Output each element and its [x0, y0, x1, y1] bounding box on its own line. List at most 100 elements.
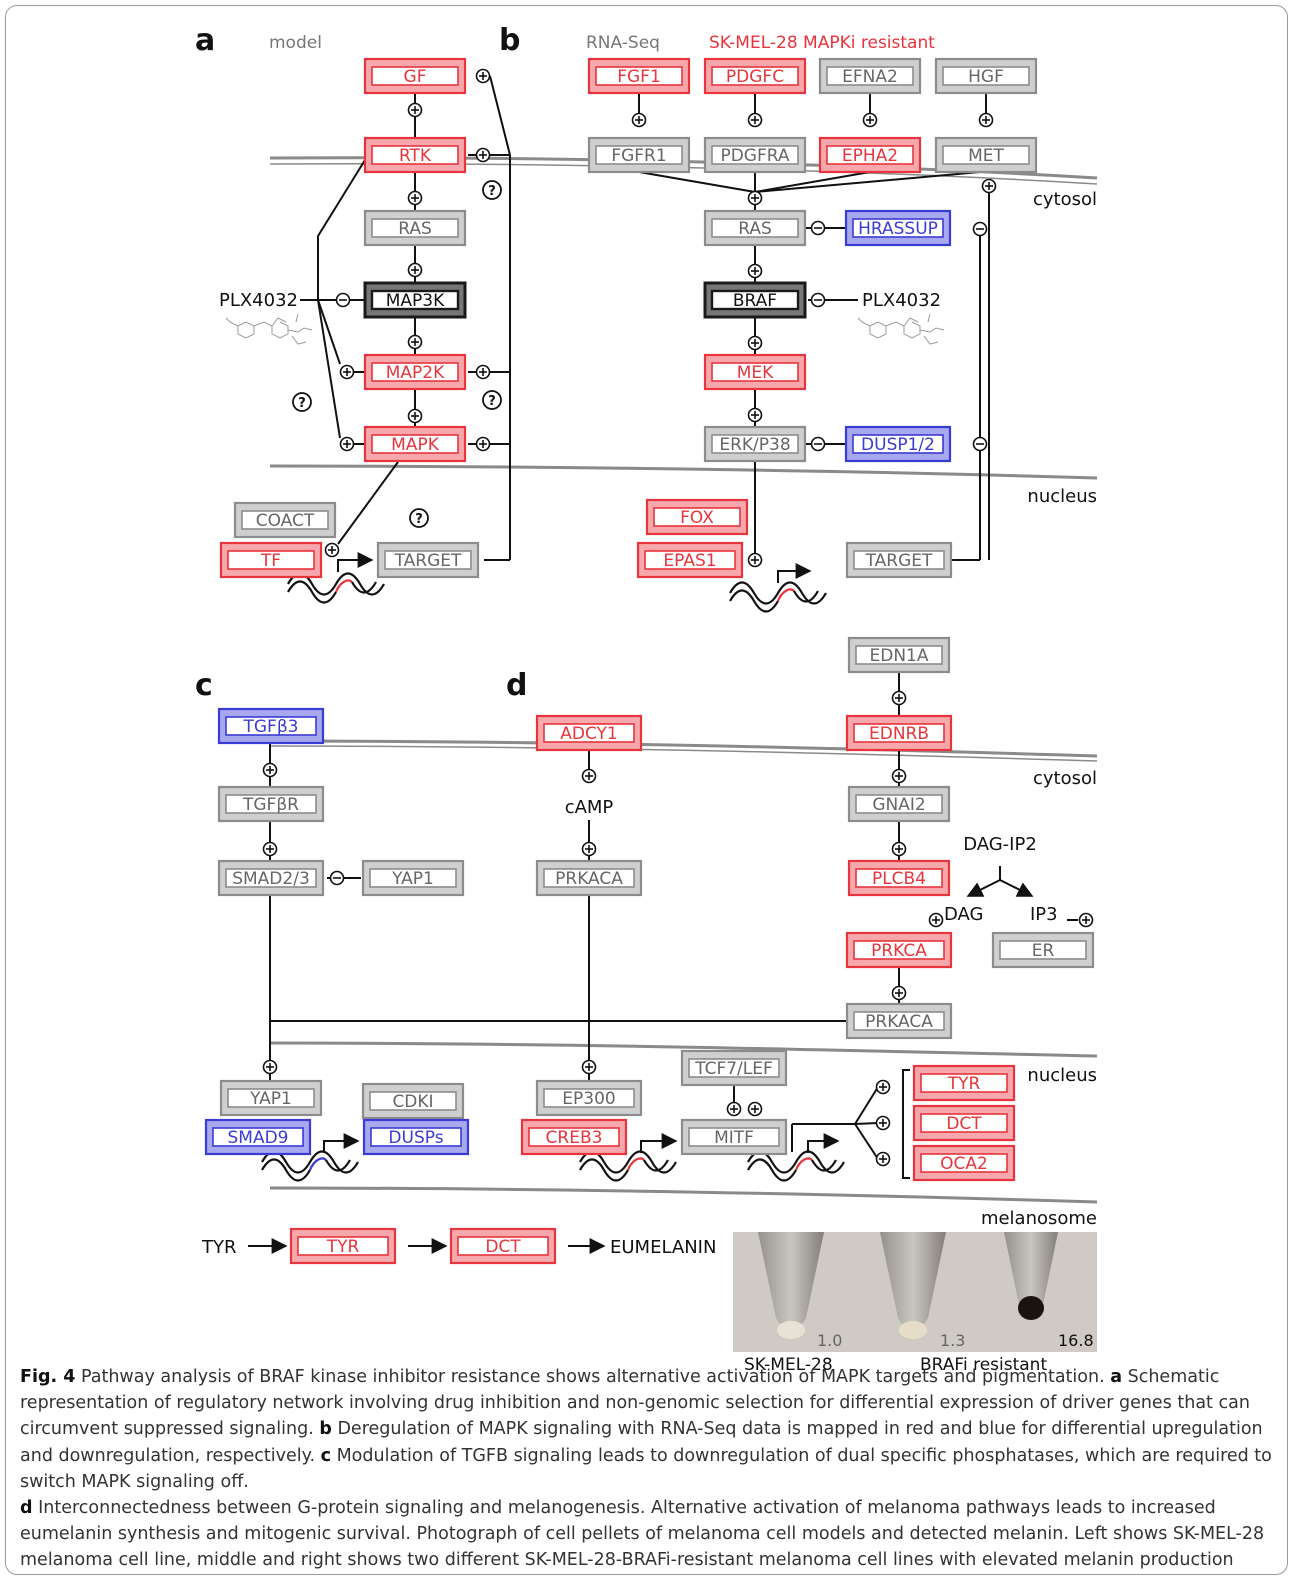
inhibition-icon — [810, 436, 826, 452]
node-dusps: DUSPs — [362, 1118, 470, 1156]
node-mek: MEK — [703, 353, 807, 391]
drug-label-b: PLX4032 — [862, 290, 941, 311]
node-label: EPHA2 — [842, 146, 898, 166]
node-box-inner — [855, 794, 943, 814]
melanin-value-3: 16.8 — [1058, 1331, 1094, 1350]
node-met: MET — [934, 136, 1038, 174]
activation-icon — [324, 542, 340, 558]
node-box-inner — [644, 550, 736, 570]
node-target: TARGET — [845, 541, 953, 579]
node-box-inner — [227, 1088, 315, 1108]
node-label: EFNA2 — [842, 67, 898, 87]
node-label: COACT — [256, 511, 315, 531]
node-box-inner — [457, 1236, 549, 1256]
drug-structure-icon — [225, 313, 313, 345]
node-target: TARGET — [376, 541, 480, 579]
node-box-inner — [369, 868, 457, 888]
node-box-inner — [942, 66, 1030, 86]
node-fgf1: FGF1 — [587, 57, 691, 95]
inhibition-icon — [810, 292, 826, 308]
node-label: ERK/P38 — [719, 435, 790, 455]
node-label: RAS — [398, 219, 432, 239]
node-box-inner — [826, 66, 914, 86]
node-label: CREB3 — [546, 1128, 603, 1148]
activation-icon — [747, 190, 763, 206]
node-box-inner — [595, 145, 683, 165]
label-nucleus-2: nucleus — [1027, 1065, 1097, 1086]
activation-icon — [407, 102, 423, 118]
activation-icon — [875, 1151, 891, 1167]
node-box-inner — [852, 434, 944, 454]
node-box-inner — [852, 218, 944, 238]
membrane-nucleus-top — [269, 464, 1098, 480]
node-pdgfc: PDGFC — [703, 57, 807, 95]
node-label: TGFβR — [242, 795, 299, 815]
activation-icon — [891, 985, 907, 1001]
node-dusp: DUSP1/2 — [844, 425, 952, 463]
node-label: DCT — [485, 1237, 521, 1257]
node-ras: RAS — [363, 209, 467, 247]
node-epha2: EPHA2 — [818, 136, 922, 174]
activation-icon — [875, 1079, 891, 1095]
node-smad9: SMAD9 — [204, 1118, 312, 1156]
node-prkca: PRKCA — [845, 931, 953, 969]
label-melanosome: melanosome — [981, 1208, 1097, 1229]
node-box-inner — [853, 550, 945, 570]
node-label: DUSPs — [388, 1128, 443, 1148]
node-label: MAP3K — [386, 291, 445, 311]
node-ep300: EP300 — [535, 1079, 643, 1117]
node-fox: FOX — [645, 498, 749, 536]
node-box-inner — [711, 66, 799, 86]
node-label: MAP2K — [386, 363, 445, 383]
panel-labels: a model b RNA-Seq SK-MEL-28 MAPKi resist… — [195, 23, 1097, 1229]
melanin-product: EUMELANIN — [610, 1237, 716, 1258]
node-yap1a: YAP1 — [361, 859, 465, 897]
activation-icon — [475, 364, 491, 380]
node-tcf7: TCF7/LEF — [680, 1049, 788, 1087]
node-box-inner — [369, 1091, 457, 1111]
node-label: ER — [1032, 941, 1055, 961]
node-box-inner — [370, 289, 460, 311]
node-box-inner — [241, 510, 329, 530]
inhibition-icon — [329, 870, 345, 886]
node-label: OCA2 — [940, 1154, 988, 1174]
node-label: TYR — [947, 1074, 981, 1094]
node-label: FGFR1 — [611, 146, 666, 166]
panel-letter-d: d — [506, 668, 527, 703]
node-label: YAP1 — [249, 1089, 292, 1109]
node-box-inner — [225, 794, 317, 814]
node-label: SMAD2/3 — [232, 869, 310, 889]
node-rtk: RTK — [363, 136, 467, 174]
node-box-inner — [370, 1127, 462, 1147]
activation-icon — [407, 190, 423, 206]
node-box-inner — [653, 507, 741, 527]
regulation-signs — [262, 68, 1094, 1167]
text-labels: PLX4032 PLX4032 cAMP DAG-IP2 DAG IP3 TYR… — [201, 290, 1058, 1258]
figure-frame — [5, 5, 1288, 1575]
activation-icon — [407, 262, 423, 278]
activation-icon — [475, 147, 491, 163]
node-box-inner — [543, 723, 635, 743]
node-label: HRASSUP — [858, 219, 938, 239]
node-oca2: OCA2 — [912, 1144, 1016, 1182]
node-label: FGF1 — [617, 67, 661, 87]
dag-label: DAG — [944, 904, 984, 925]
node-box-inner — [297, 1236, 389, 1256]
activation-icon — [747, 263, 763, 279]
dna-b — [729, 581, 827, 613]
activation-icon — [581, 1059, 597, 1075]
question-icon — [482, 390, 502, 410]
node-creb3: CREB3 — [520, 1118, 628, 1156]
caption-c-text: Modulation of TGFB signaling leads to do… — [20, 1445, 1272, 1492]
activation-icon — [262, 1059, 278, 1075]
activation-icon — [726, 1101, 742, 1117]
node-box-inner — [225, 716, 317, 736]
node-box-inner — [853, 940, 945, 960]
node-ras: RAS — [703, 209, 807, 247]
node-map2k: MAP2K — [363, 353, 467, 391]
activation-icon — [747, 1101, 763, 1117]
node-map3k: MAP3K — [363, 281, 467, 319]
node-label: EDNRB — [869, 724, 929, 744]
node-box-inner — [853, 1011, 945, 1031]
node-fgfr1: FGFR1 — [587, 136, 691, 174]
